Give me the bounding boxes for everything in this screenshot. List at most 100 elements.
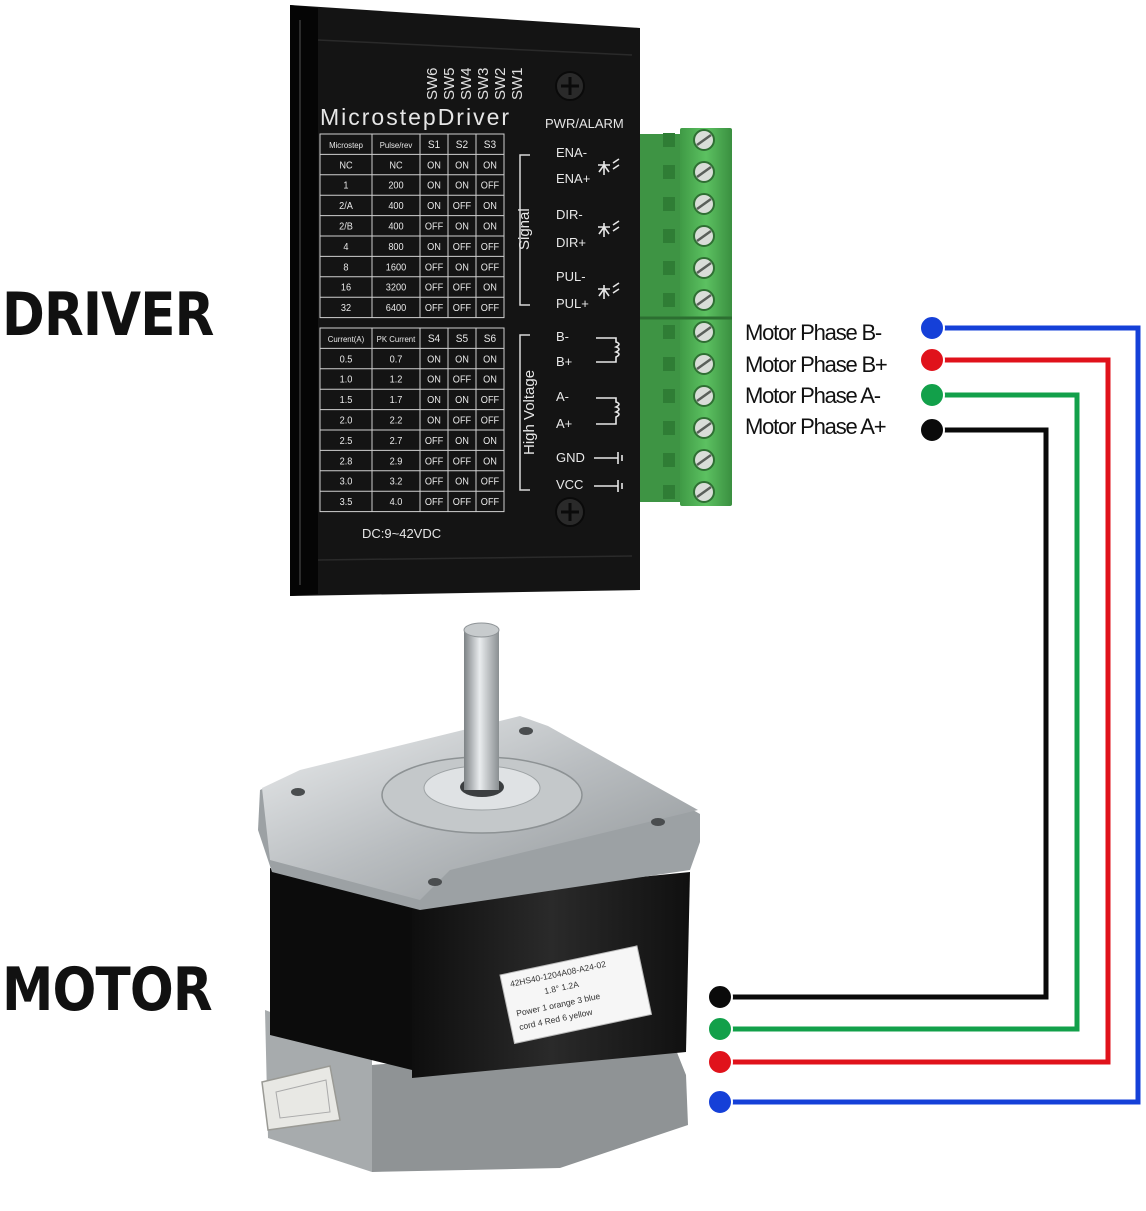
motor-b-plus-lead-dot <box>707 1049 733 1075</box>
wire-phase-b-minus <box>720 325 1141 1105</box>
current-table-cell: ON <box>427 374 441 385</box>
terminal-label-pul-minus: PUL- <box>556 269 586 284</box>
optocoupler-icons <box>598 158 620 299</box>
phase-a-minus-terminal-dot <box>919 382 945 408</box>
coil-icons <box>594 337 623 492</box>
microstep-table-header-cell: Pulse/rev <box>380 141 413 150</box>
current-table-cell: OFF <box>481 415 500 426</box>
microstep-table-cell: 400 <box>388 201 403 212</box>
current-table-cell: 2.5 <box>340 436 353 447</box>
terminal-label-ena-minus: ENA- <box>556 145 587 160</box>
current-table-header-cell: Current(A) <box>328 335 365 344</box>
driver-heatsink-edge <box>290 5 318 596</box>
mount-hole-icon <box>291 788 305 796</box>
motor-phase-a-plus-label: Motor Phase A+ <box>745 414 887 439</box>
dip-switch-labels: SW6 SW5 SW4 SW3 SW2 SW1 <box>424 67 526 100</box>
microstep-table-cell: 200 <box>388 180 403 191</box>
current-table-cell: OFF <box>453 374 472 385</box>
sw1-label: SW1 <box>509 67 526 100</box>
microstep-table-cell: NC <box>389 160 402 171</box>
terminal-label-b-minusplus: B+ <box>556 354 572 369</box>
current-table-cell: ON <box>455 395 469 406</box>
current-table-cell: ON <box>455 436 469 447</box>
sw6-label: SW6 <box>424 67 441 100</box>
microstep-table-cell: 16 <box>341 282 351 293</box>
current-table-cell: 2.2 <box>390 415 403 426</box>
microstep-table-header-cell: S3 <box>484 139 496 151</box>
current-table-cell: 3.0 <box>340 476 353 487</box>
signal-bracket <box>519 154 530 306</box>
microstep-table-cell: OFF <box>425 282 444 293</box>
current-table-cell: ON <box>427 395 441 406</box>
terminal-block <box>640 128 732 506</box>
current-table-cell: 4.0 <box>390 497 403 508</box>
microstep-table-header-cell: S1 <box>428 139 440 151</box>
microstep-table-cell: ON <box>483 221 497 232</box>
wire-phase-a+ <box>720 427 1049 1000</box>
microstep-table-cell: OFF <box>453 282 472 293</box>
phase-a-plus-terminal-dot <box>919 417 945 443</box>
current-table-cell: OFF <box>481 395 500 406</box>
microstep-table-cell: ON <box>455 160 469 171</box>
pwr-alarm-label: PWR/ALARM <box>545 116 624 131</box>
microstep-table-cell: 1 <box>343 180 348 191</box>
current-table-cell: OFF <box>425 436 444 447</box>
terminal-label-b-minus: B- <box>556 329 569 344</box>
current-table-header-cell: S5 <box>456 333 468 345</box>
current-table-cell: 0.7 <box>390 354 403 365</box>
sw3-label: SW3 <box>475 67 492 100</box>
current-table-cell: OFF <box>425 497 444 508</box>
current-table-cell: 2.8 <box>340 456 353 467</box>
terminal-label-gnd: GND <box>556 450 585 465</box>
current-table-cell: OFF <box>453 497 472 508</box>
terminal-label-pul-minusplus: PUL+ <box>556 296 589 311</box>
microstep-table-cell: ON <box>427 180 441 191</box>
microstep-table-cell: OFF <box>453 242 472 253</box>
driver-brand: MicrostepDriver <box>320 104 511 130</box>
current-table-cell: OFF <box>425 456 444 467</box>
current-table-cell: ON <box>427 354 441 365</box>
current-table-cell: 3.5 <box>340 497 353 508</box>
microstep-table-cell: ON <box>427 160 441 171</box>
sw5-label: SW5 <box>441 67 458 100</box>
microstep-table-cell: 800 <box>388 242 403 253</box>
current-table-cell: ON <box>427 415 441 426</box>
stepper-driver: MicrostepDriver SW6 SW5 SW4 SW3 SW2 SW1 … <box>290 5 732 596</box>
microstep-table-cell: OFF <box>481 242 500 253</box>
current-table-cell: 1.2 <box>390 374 403 385</box>
motor-phase-a-minus-label: Motor Phase A- <box>745 383 881 408</box>
microstep-table-header-cell: Microstep <box>329 141 363 150</box>
opto-ena-icon <box>598 158 620 175</box>
driver-screw-bottom <box>555 497 585 527</box>
high-voltage-bracket <box>519 334 530 491</box>
wire-end-dots <box>707 315 945 1115</box>
opto-dir-icon <box>598 220 620 237</box>
microstep-table-cell: OFF <box>453 303 472 314</box>
opto-pul-icon <box>598 282 620 299</box>
microstep-table-cell: 1600 <box>386 262 406 273</box>
microstep-table-cell: ON <box>455 262 469 273</box>
terminal-label-ena-minusplus: ENA+ <box>556 171 590 186</box>
mount-hole-icon <box>519 727 533 735</box>
current-table-cell: 1.7 <box>390 395 403 406</box>
sw2-label: SW2 <box>492 67 509 100</box>
microstep-table-cell: ON <box>483 201 497 212</box>
current-table-cell: ON <box>455 476 469 487</box>
driver-housing <box>290 5 640 596</box>
microstep-table-cell: 2/A <box>339 201 353 212</box>
microstep-table-cell: ON <box>483 282 497 293</box>
phase-b-minus-terminal-dot <box>919 315 945 341</box>
motor-phase-b-plus-label: Motor Phase B+ <box>745 352 888 377</box>
terminal-label-a-minus: A- <box>556 389 569 404</box>
motor-connector <box>261 1065 341 1131</box>
stepper-motor: 42HS40-1204A08-A24-02 1.8° 1.2A Power 1 … <box>258 622 700 1172</box>
current-table-cell: OFF <box>425 476 444 487</box>
wire-phase-b-plus <box>720 357 1111 1065</box>
microstep-table-cell: OFF <box>425 262 444 273</box>
motor-label: MOTOR <box>2 955 213 1025</box>
high-voltage-label: High Voltage <box>521 370 538 455</box>
current-table-cell: OFF <box>481 476 500 487</box>
motor-b-minus-lead-dot <box>707 1089 733 1115</box>
